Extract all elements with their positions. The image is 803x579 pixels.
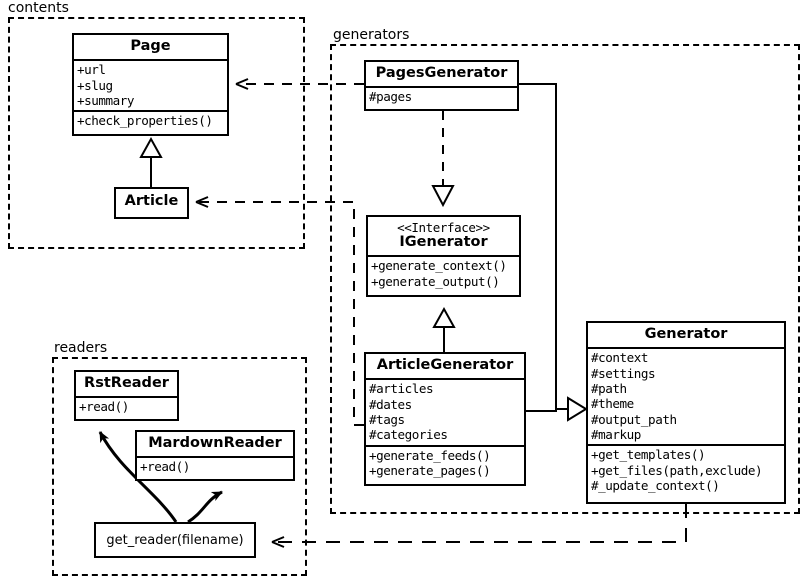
attribute: #articles [369,381,434,397]
class-page-methods: +check_properties() [74,110,227,130]
class-page-title: Page [130,38,171,54]
package-contents [8,17,305,249]
method: +generate_pages() [369,463,491,479]
function-node-get-reader-label: get_reader(filename) [106,532,244,548]
method: +generate_output() [371,273,500,289]
class-rstreader[interactable]: RstReader +read() [74,370,179,421]
class-mardownreader-methods: +read() [137,456,293,476]
attribute: #pages [369,89,412,105]
class-pagesgenerator-attributes: #pages [366,86,517,106]
attribute: #settings [591,365,656,381]
class-article-title: Article [124,193,179,209]
class-generator[interactable]: Generator #context #settings #path #them… [586,321,786,504]
class-igenerator-name: IGenerator [399,234,488,251]
class-rstreader-methods: +read() [76,396,177,416]
attribute: #markup [591,427,641,443]
attribute: #tags [369,411,405,427]
class-igenerator-methods: +generate_context() +generate_output() [368,255,519,291]
package-contents-label: contents [6,0,71,16]
class-articlegenerator[interactable]: ArticleGenerator #articles #dates #tags … [364,352,526,486]
class-generator-title: Generator [644,326,728,342]
attribute: +summary [77,92,135,108]
method: +get_files(path,exclude) [591,462,763,478]
method: +get_templates() [591,447,706,463]
attribute: +url [77,62,106,78]
attribute: #context [591,350,649,366]
class-igenerator-title: <<Interface>> IGenerator [368,217,519,255]
class-articlegenerator-methods: +generate_feeds() +generate_pages() [366,444,524,481]
class-igenerator[interactable]: <<Interface>> IGenerator +generate_conte… [366,215,521,297]
method: +read() [79,399,129,415]
attribute: +slug [77,77,113,93]
attribute: #output_path [591,411,677,427]
function-node-get-reader[interactable]: get_reader(filename) [94,522,256,558]
class-mardownreader[interactable]: MardownReader +read() [135,430,295,481]
method: #_update_context() [591,478,720,494]
package-readers [52,357,307,576]
class-articlegenerator-attributes: #articles #dates #tags #categories [366,378,524,444]
class-generator-methods: +get_templates() +get_files(path,exclude… [588,444,784,495]
class-articlegenerator-title: ArticleGenerator [376,357,514,373]
class-pagesgenerator[interactable]: PagesGenerator #pages [364,60,519,111]
method: +generate_context() [371,258,507,274]
class-page[interactable]: Page +url +slug +summary +check_properti… [72,33,229,136]
attribute: #path [591,380,627,396]
class-article[interactable]: Article [114,187,189,219]
class-rstreader-title: RstReader [84,375,169,391]
attribute: #categories [369,427,448,443]
attribute: #dates [369,396,412,412]
class-pagesgenerator-title: PagesGenerator [375,65,508,81]
package-generators [330,44,800,514]
method: +read() [140,459,190,475]
package-readers-label: readers [52,340,110,356]
attribute: #theme [591,396,634,412]
package-generators-label: generators [331,27,412,43]
method: +generate_feeds() [369,447,491,463]
class-generator-attributes: #context #settings #path #theme #output_… [588,347,784,444]
class-page-attributes: +url +slug +summary [74,59,227,110]
method: +check_properties() [77,113,213,129]
class-mardownreader-title: MardownReader [148,435,282,451]
class-igenerator-stereotype: <<Interface>> [397,220,490,235]
